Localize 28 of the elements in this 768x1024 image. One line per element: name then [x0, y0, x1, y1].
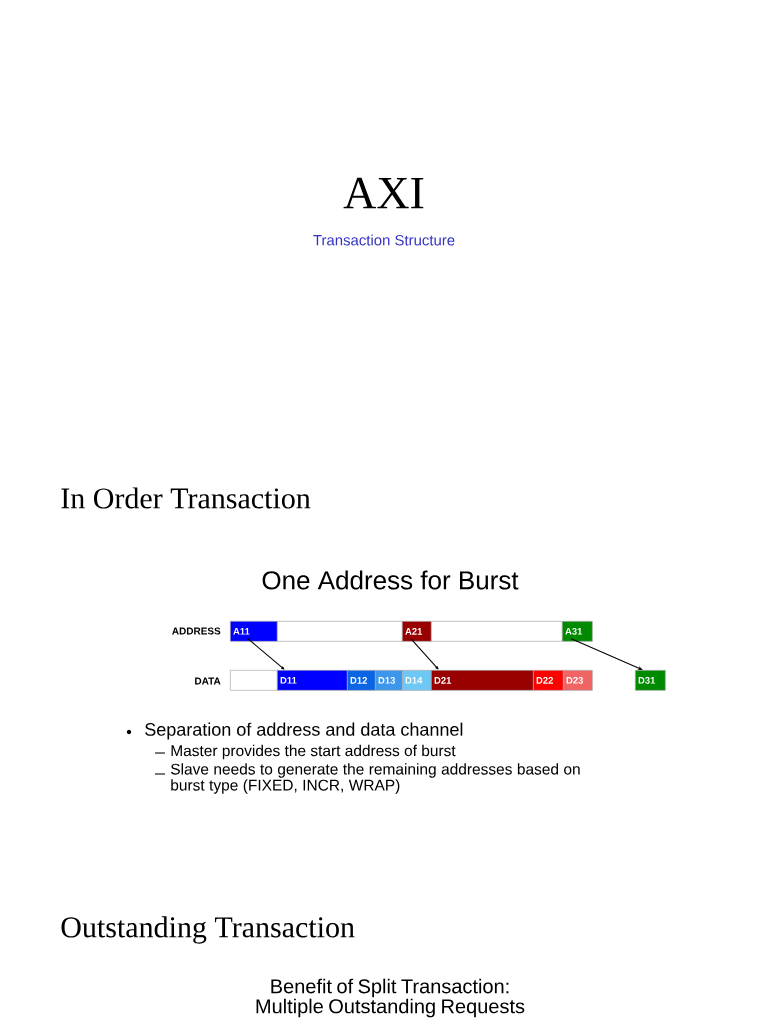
idle-segment	[230, 670, 278, 691]
burst-segment: D14	[402, 670, 432, 691]
section-heading: In Order Transaction	[61, 487, 311, 509]
burst-segment: D11	[277, 670, 348, 691]
slide-heading: Benefit of Split Transaction: Multiple Outstanding Requests	[256, 978, 525, 1018]
row-label: DATA	[195, 677, 221, 685]
burst-segment: D12	[347, 670, 376, 691]
bullet-text: Master provides the start address of burst	[171, 744, 456, 760]
burst-segment: D21	[431, 670, 534, 691]
burst-segment: D22	[533, 670, 564, 691]
idle-segment	[431, 621, 563, 642]
burst-segment: D13	[375, 670, 403, 691]
row-label: ADDRESS	[172, 627, 221, 635]
bullet-text: Slave needs to generate the remaining addresses based on burst type (FIXED, INCR, WRAP)	[171, 763, 580, 794]
burst-segment: A21	[402, 621, 432, 642]
section-heading: Outstanding Transaction	[61, 916, 355, 944]
burst-segment: A11	[230, 621, 278, 642]
subtitle: Transaction Structure	[313, 234, 455, 246]
idle-segment	[277, 621, 403, 642]
burst-segment: D23	[563, 670, 593, 691]
burst-segment: A31	[562, 621, 593, 642]
bullet-text: Separation of address and data channel	[145, 722, 463, 740]
burst-segment: D31	[635, 670, 666, 691]
arrow	[410, 638, 439, 670]
title: AXI	[343, 177, 424, 209]
arrow	[570, 638, 643, 670]
arrow	[247, 638, 285, 670]
slide-heading: One Address for Burst	[262, 570, 519, 590]
